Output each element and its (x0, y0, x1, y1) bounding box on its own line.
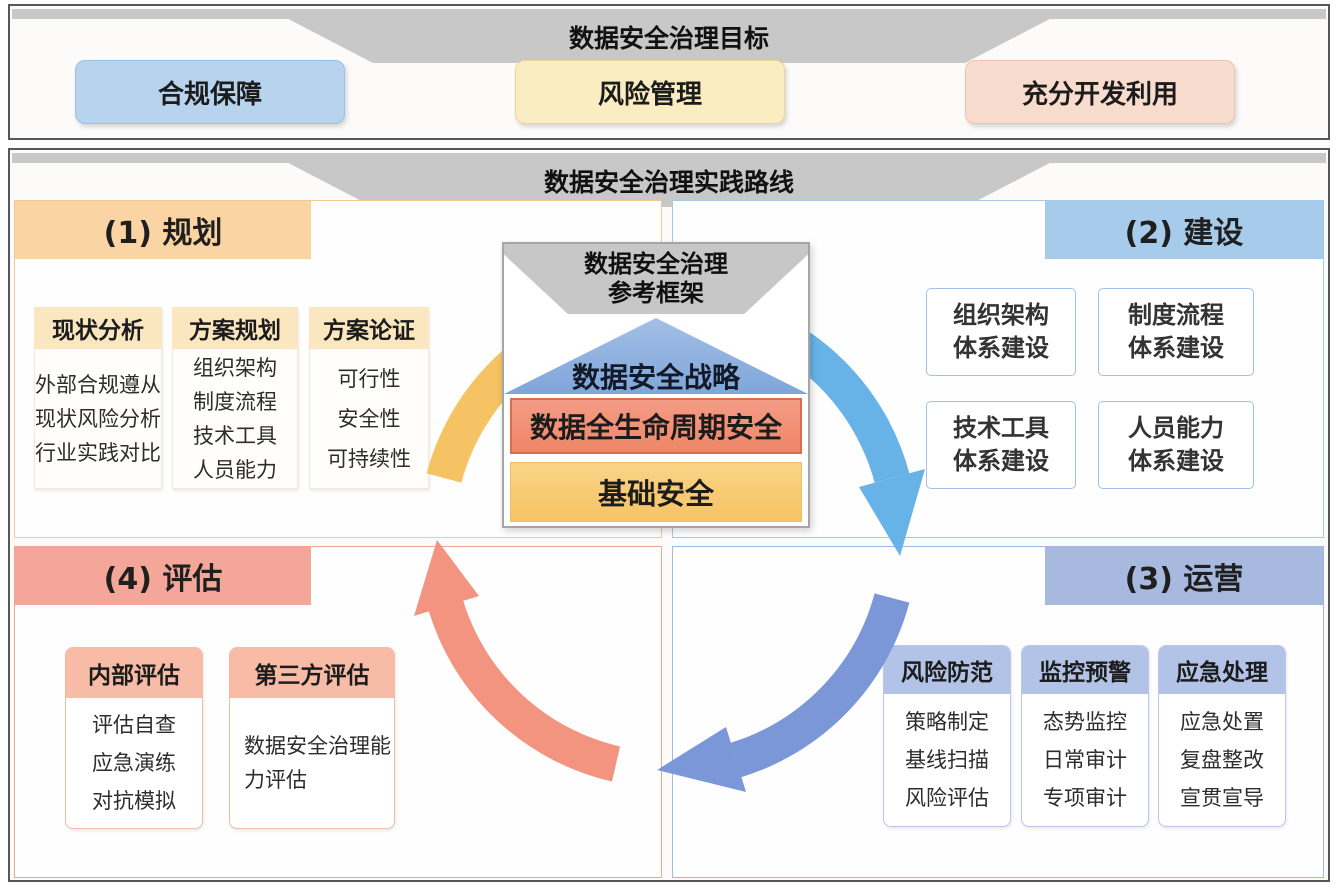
list-item: 外部合规遵从 (35, 372, 161, 397)
list-item: 日常审计 (1043, 748, 1127, 772)
quadrant-assessment-header: (4) 评估 (15, 547, 311, 605)
goal-risk-label: 风险管理 (597, 79, 702, 110)
list-item: 人员能力 (193, 457, 277, 482)
goals-panel: 数据安全治理目标 合规保障 风险管理 充分开发利用 (8, 4, 1330, 140)
group-internal-assessment-items: 评估自查 应急演练 对抗模拟 (66, 698, 202, 828)
practice-panel-title-ribbon: 数据安全治理实践路线 (269, 153, 1069, 207)
quadrant-construction-label: (2) 建设 (1124, 216, 1244, 251)
quadrant-construction-header: (2) 建设 (1045, 201, 1323, 259)
group-scheme-planning-title: 方案规划 (172, 307, 298, 349)
quadrant-planning-label: (1) 规划 (103, 216, 223, 251)
foundation-security-bar: 基础安全 (510, 462, 802, 522)
quadrant-assessment: (4) 评估 内部评估 评估自查 应急演练 对抗模拟 第三方评估 数据安全治理能… (14, 546, 662, 878)
foundation-security-label: 基础安全 (597, 477, 714, 511)
goal-compliance: 合规保障 (75, 60, 345, 124)
reference-framework-title-line1: 数据安全治理 (584, 250, 728, 278)
list-item: 技术工具 (193, 423, 277, 448)
list-item: 应急处置 (1180, 710, 1264, 734)
quadrant-planning-header: (1) 规划 (15, 201, 311, 259)
quadrant-operations-label: (3) 运营 (1124, 562, 1244, 597)
goal-compliance-label: 合规保障 (157, 79, 262, 110)
list-item: 可行性 (337, 366, 401, 391)
quadrant-assessment-label: (4) 评估 (103, 562, 223, 597)
box-technical-tools-system: 技术工具 体系建设 (926, 401, 1076, 489)
list-item: 安全性 (337, 406, 401, 431)
group-scheme-planning-items: 组织架构 制度流程 技术工具 人员能力 (172, 349, 298, 489)
box-line: 体系建设 (953, 447, 1049, 475)
practice-panel-title: 数据安全治理实践路线 (543, 168, 794, 197)
box-line: 制度流程 (1128, 301, 1224, 329)
goal-risk-management: 风险管理 (515, 60, 785, 124)
list-item: 行业实践对比 (35, 440, 161, 465)
group-monitoring-warning: 监控预警 态势监控 日常审计 专项审计 (1021, 645, 1149, 827)
group-third-party-assessment: 第三方评估 数据安全治理能力评估 (229, 647, 395, 829)
list-item: 应急演练 (92, 751, 176, 775)
group-scheme-argumentation-items: 可行性 安全性 可持续性 (309, 349, 429, 489)
goals-panel-title-ribbon: 数据安全治理目标 (269, 9, 1069, 63)
group-monitoring-warning-items: 态势监控 日常审计 专项审计 (1022, 694, 1148, 826)
box-line: 技术工具 (953, 414, 1049, 442)
lifecycle-security-label: 数据全生命周期安全 (529, 411, 782, 444)
group-status-analysis-items: 外部合规遵从 现状风险分析 行业实践对比 (34, 349, 162, 489)
group-status-analysis-title: 现状分析 (34, 307, 162, 349)
list-item: 制度流程 (193, 389, 277, 414)
group-emergency-handling-title: 应急处理 (1159, 646, 1285, 694)
list-item: 对抗模拟 (92, 789, 176, 813)
reference-framework: 数据安全治理 参考框架 数据安全战略 数据全生命周期安全 基础安全 (502, 242, 810, 528)
list-item: 复盘整改 (1180, 748, 1264, 772)
group-status-analysis: 现状分析 外部合规遵从 现状风险分析 行业实践对比 (34, 307, 162, 489)
list-item: 专项审计 (1043, 786, 1127, 810)
group-emergency-handling-items: 应急处置 复盘整改 宣贯宣导 (1159, 694, 1285, 826)
group-third-party-assessment-title: 第三方评估 (230, 648, 394, 698)
group-scheme-argumentation-title: 方案论证 (309, 307, 429, 349)
box-line: 组织架构 (953, 301, 1049, 329)
lifecycle-security-bar: 数据全生命周期安全 (510, 398, 802, 454)
strategy-label: 数据安全战略 (571, 361, 740, 394)
list-item: 基线扫描 (905, 748, 989, 772)
list-item: 宣贯宣导 (1180, 786, 1264, 810)
group-internal-assessment: 内部评估 评估自查 应急演练 对抗模拟 (65, 647, 203, 829)
list-item: 风险评估 (905, 786, 989, 810)
goal-develop-label: 充分开发利用 (1021, 79, 1178, 110)
list-item: 数据安全治理能力评估 (244, 734, 391, 792)
group-emergency-handling: 应急处理 应急处置 复盘整改 宣贯宣导 (1158, 645, 1286, 827)
list-item: 现状风险分析 (35, 406, 161, 431)
box-line: 人员能力 (1128, 414, 1224, 442)
group-scheme-argumentation: 方案论证 可行性 安全性 可持续性 (309, 307, 429, 489)
group-third-party-assessment-items: 数据安全治理能力评估 (230, 698, 394, 828)
group-risk-prevention-items: 策略制定 基线扫描 风险评估 (884, 694, 1010, 826)
list-item: 可持续性 (327, 446, 411, 471)
box-line: 体系建设 (1128, 334, 1224, 362)
group-monitoring-warning-title: 监控预警 (1022, 646, 1148, 694)
reference-framework-title-ribbon: 数据安全治理 参考框架 (504, 244, 808, 314)
goals-panel-title: 数据安全治理目标 (568, 24, 769, 53)
box-line: 体系建设 (1128, 447, 1224, 475)
list-item: 态势监控 (1043, 710, 1127, 734)
list-item: 策略制定 (905, 710, 989, 734)
box-organization-system: 组织架构 体系建设 (926, 288, 1076, 376)
box-personnel-capability-system: 人员能力 体系建设 (1098, 401, 1254, 489)
quadrant-operations-header: (3) 运营 (1045, 547, 1323, 605)
list-item: 评估自查 (92, 713, 176, 737)
group-risk-prevention: 风险防范 策略制定 基线扫描 风险评估 (883, 645, 1011, 827)
box-rules-process-system: 制度流程 体系建设 (1098, 288, 1254, 376)
group-internal-assessment-title: 内部评估 (66, 648, 202, 698)
list-item: 组织架构 (193, 355, 277, 380)
goal-full-utilization: 充分开发利用 (965, 60, 1235, 124)
group-risk-prevention-title: 风险防范 (884, 646, 1010, 694)
quadrant-operations: (3) 运营 风险防范 策略制定 基线扫描 风险评估 监控预警 态势监控 日常审… (672, 546, 1324, 878)
group-scheme-planning: 方案规划 组织架构 制度流程 技术工具 人员能力 (172, 307, 298, 489)
reference-framework-title-line2: 参考框架 (608, 279, 704, 307)
box-line: 体系建设 (953, 334, 1049, 362)
